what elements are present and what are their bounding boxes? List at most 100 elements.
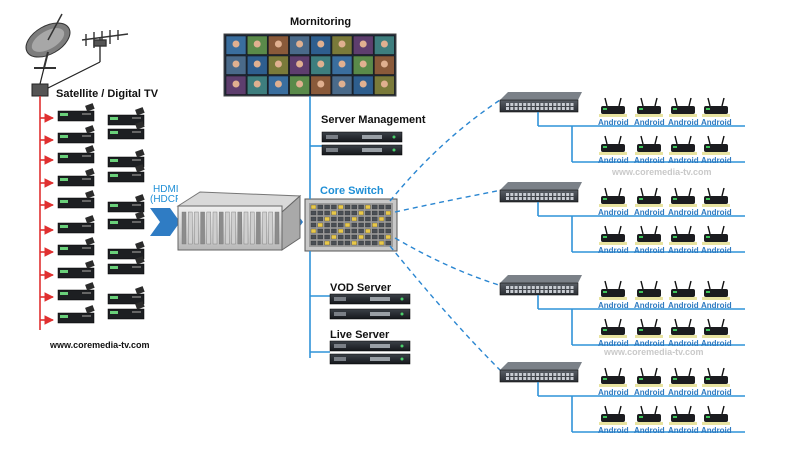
android-box-icon: [635, 280, 663, 300]
core-port: [358, 234, 364, 240]
core-port: [351, 240, 357, 246]
rack-slot: [181, 211, 187, 245]
core-port: [378, 210, 385, 216]
watermark-1: www.coremedia-tv.com: [612, 167, 712, 177]
android-label: Android: [634, 388, 665, 397]
android-box-icon: [635, 225, 663, 245]
set-top-box-icon: [57, 260, 95, 279]
core-port: [365, 228, 371, 234]
encoder-rack-slots: [181, 211, 280, 245]
rack-slot: [243, 211, 249, 245]
android-box-icon: [702, 225, 730, 245]
android-client-group: [599, 97, 730, 425]
monitor-figure: [317, 80, 325, 88]
android-box-icon: [599, 367, 627, 387]
core-port: [365, 240, 371, 246]
access-switch: [499, 92, 582, 113]
core-port: [358, 228, 364, 234]
core-port: [338, 216, 344, 222]
android-box-icon: [669, 135, 697, 155]
monitor-figure: [296, 60, 304, 68]
core-port: [385, 204, 391, 210]
splitter: [31, 83, 49, 97]
set-top-box-icon: [57, 190, 95, 209]
rack-server: [321, 131, 403, 143]
core-port: [317, 204, 323, 210]
android-box-icon: [669, 280, 697, 300]
set-top-box-icon: [107, 241, 145, 260]
core-port: [365, 204, 371, 210]
monitor-figure: [232, 40, 240, 48]
core-port: [351, 222, 357, 228]
monitor-figure: [274, 80, 282, 88]
android-box-icon: [599, 225, 627, 245]
tv-antenna-icon: [81, 30, 129, 62]
android-label: Android: [634, 246, 665, 255]
core-port: [344, 240, 351, 246]
core-port: [317, 234, 323, 240]
dish-cable: [39, 67, 45, 85]
backbone-lines: [309, 96, 330, 358]
monitor-figure: [296, 80, 304, 88]
android-box-icon: [669, 405, 697, 425]
core-port: [324, 216, 330, 222]
antenna-cable: [47, 61, 101, 89]
core-port: [338, 234, 344, 240]
android-label: Android: [598, 426, 629, 435]
core-port: [358, 204, 364, 210]
core-port: [317, 228, 323, 234]
monitor-figure: [380, 80, 388, 88]
core-port: [324, 222, 330, 228]
monitor-figure: [338, 60, 346, 68]
vod-server-label: VOD Server: [330, 282, 392, 294]
set-top-box-icon: [107, 301, 145, 320]
monitor-figure: [317, 60, 325, 68]
android-label: Android: [634, 118, 665, 127]
android-label: Android: [634, 208, 665, 217]
rack-server: [321, 144, 403, 156]
core-port: [344, 216, 351, 222]
set-top-box-icon: [107, 149, 145, 168]
monitor-figure: [253, 80, 261, 88]
server-management-label: Server Management: [321, 114, 426, 126]
rack-slot: [225, 211, 230, 245]
rack-slot: [231, 211, 236, 245]
android-box-icon: [599, 97, 627, 117]
core-port: [338, 204, 344, 210]
android-box-icon: [669, 367, 697, 387]
core-port: [331, 240, 337, 246]
monitor-figure: [359, 60, 367, 68]
rack-slot: [262, 211, 267, 245]
core-port: [338, 210, 344, 216]
android-label: Android: [598, 246, 629, 255]
set-top-box-icon: [57, 282, 95, 301]
core-port: [385, 222, 391, 228]
android-label: Android: [701, 339, 732, 348]
core-port: [324, 240, 330, 246]
monitor-figure: [317, 40, 325, 48]
core-port: [338, 240, 344, 246]
set-top-box-icon: [107, 286, 145, 305]
live-server-label: Live Server: [330, 329, 390, 341]
android-label: Android: [668, 118, 699, 127]
monitor-figure: [232, 80, 240, 88]
rack-server: [329, 308, 411, 320]
red-branches: [40, 113, 54, 325]
core-port: [344, 222, 351, 228]
rack-slot: [212, 211, 218, 245]
core-port: [344, 234, 351, 240]
dashed-links: [389, 99, 503, 371]
core-port: [344, 210, 351, 216]
android-label: Android: [668, 339, 699, 348]
core-port: [351, 210, 357, 216]
rack-server: [329, 353, 411, 365]
core-port: [358, 210, 364, 216]
core-port: [310, 240, 317, 246]
rack-server: [329, 340, 411, 352]
core-port: [344, 228, 351, 234]
set-top-box-icon: [57, 125, 95, 144]
monitor-figure: [338, 40, 346, 48]
core-port: [372, 210, 378, 216]
satellite-label: Satellite / Digital TV: [56, 88, 159, 100]
satellite-dish-icon: [25, 13, 71, 69]
